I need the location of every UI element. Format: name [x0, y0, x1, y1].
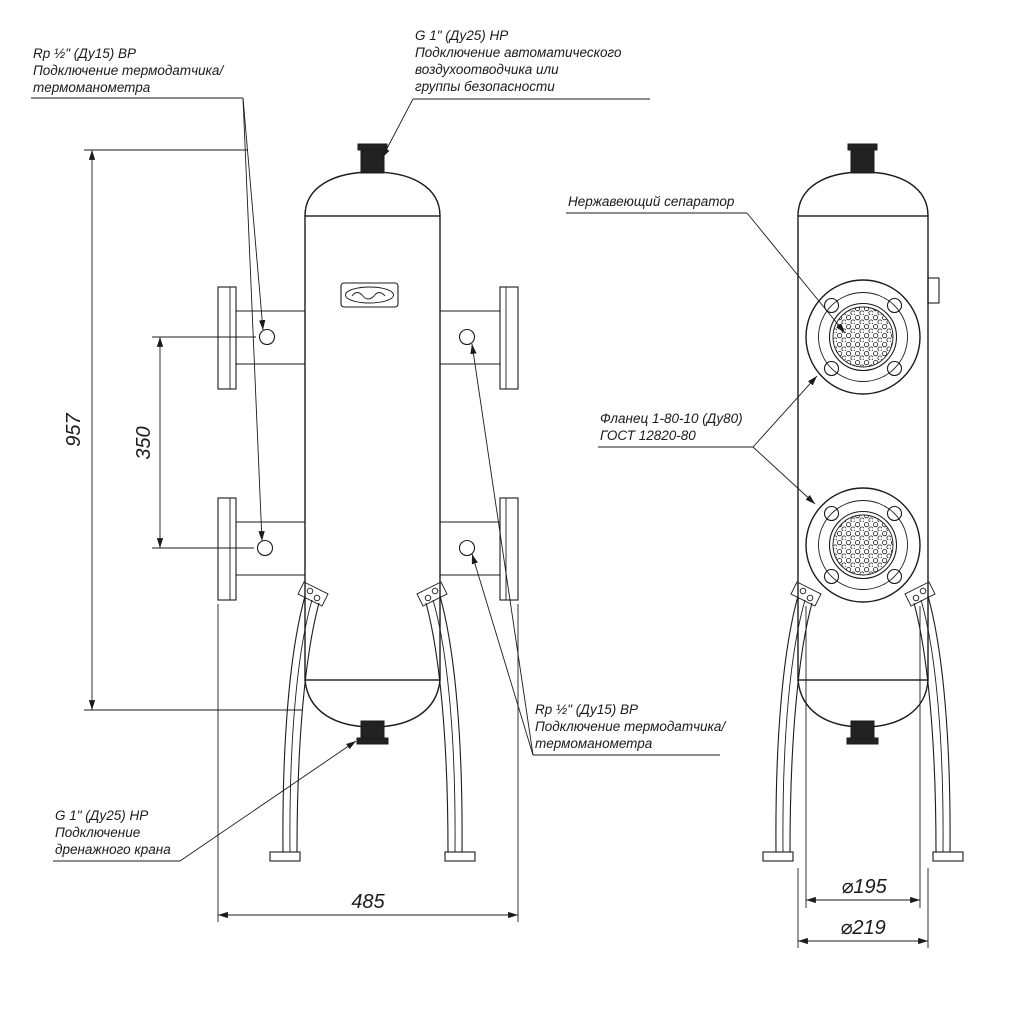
vessel-top-dome-side — [797, 171, 929, 217]
callout-air-vent: G 1" (Ду25) НР Подключение автоматическо… — [381, 28, 650, 159]
leader-air-vent — [381, 98, 414, 159]
drain-nozzle-cap-side — [846, 737, 879, 745]
dimension-body-diameter: ⌀219 — [797, 868, 929, 948]
callout-drain-line3: дренажного крана — [55, 842, 171, 857]
sensor-boss-upper-right — [458, 328, 476, 346]
callout-separator: Нержавеющий сепаратор — [566, 194, 846, 334]
side-view — [762, 143, 964, 862]
callout-thermo-top-left: Rp ½" (Ду15) ВР Подключение термодатчика… — [31, 46, 266, 542]
callout-thermo-bottom-right-line1: Rp ½" (Ду15) ВР — [535, 702, 638, 717]
separator-mesh-lower — [832, 514, 894, 576]
callout-drain-line1: G 1" (Ду25) НР — [55, 808, 148, 823]
callout-drain: G 1" (Ду25) НР Подключение дренажного кр… — [53, 740, 357, 862]
callout-thermo-top-left-line2: Подключение термодатчика/ — [33, 63, 224, 78]
leader-thermo-upper-right — [470, 343, 534, 756]
side-view-legs — [762, 581, 964, 862]
dimension-port-spacing: 350 — [133, 336, 256, 549]
air-vent-nozzle-cap — [357, 143, 388, 151]
leader-flange-upper — [752, 375, 818, 448]
dimension-overall-height: 957 — [63, 149, 302, 711]
vessel-body — [304, 215, 441, 681]
callout-thermo-top-left-line3: термоманометра — [33, 80, 151, 95]
callout-air-vent-line1: G 1" (Ду25) НР — [415, 28, 508, 43]
vessel-bottom-dome-side — [797, 679, 929, 728]
callout-flange-line2: ГОСТ 12820-80 — [600, 428, 696, 443]
vessel-body-side — [797, 215, 929, 681]
port-upper-left — [217, 286, 305, 390]
port-lower-right — [440, 497, 519, 601]
dim-flange-diameter-value: ⌀195 — [841, 876, 887, 898]
callout-thermo-bottom-right-line3: термоманометра — [535, 736, 653, 751]
front-view-legs — [269, 581, 476, 862]
dim-overall-height-value: 957 — [63, 412, 85, 446]
leader-separator — [746, 212, 846, 334]
callout-thermo-bottom-right-line2: Подключение термодатчика/ — [535, 719, 726, 734]
leader-drain — [179, 740, 357, 862]
callout-air-vent-line2: Подключение автоматического — [415, 45, 622, 60]
sensor-boss-upper-left — [258, 328, 276, 346]
drain-nozzle — [360, 720, 385, 741]
dim-overall-width-value: 485 — [351, 891, 385, 913]
callout-thermo-bottom-right: Rp ½" (Ду15) ВР Подключение термодатчика… — [470, 343, 726, 756]
air-vent-nozzle-cap-side — [847, 143, 878, 151]
leader-thermo-upper-left — [242, 97, 266, 331]
flange-lower — [805, 487, 921, 603]
callouts: Rp ½" (Ду15) ВР Подключение термодатчика… — [31, 28, 846, 862]
port-lower-left — [217, 497, 305, 601]
flange-upper — [805, 279, 921, 395]
callout-flange-line1: Фланец 1-80-10 (Ду80) — [600, 411, 743, 426]
air-vent-nozzle-side — [850, 147, 875, 174]
leader-flange-lower — [752, 446, 816, 505]
callout-air-vent-line3: воздухоотводчика или — [415, 62, 559, 77]
callout-air-vent-line4: группы безопасности — [415, 79, 555, 94]
side-port-stub — [927, 277, 940, 304]
vessel-bottom-dome — [304, 679, 441, 728]
callout-drain-line2: Подключение — [55, 825, 140, 840]
front-view — [217, 143, 519, 862]
dimension-overall-width: 485 — [217, 604, 519, 922]
drain-nozzle-side — [850, 720, 875, 741]
callout-separator-line1: Нержавеющий сепаратор — [568, 194, 735, 209]
dim-port-spacing-value: 350 — [133, 426, 155, 459]
separator-mesh-upper — [832, 306, 894, 368]
callout-flange: Фланец 1-80-10 (Ду80) ГОСТ 12820-80 — [598, 375, 818, 505]
dimension-flange-diameter: ⌀195 — [805, 606, 921, 908]
port-upper-right — [440, 286, 519, 390]
sensor-boss-lower-right — [458, 539, 476, 557]
brand-plate — [340, 282, 399, 308]
callout-thermo-top-left-line1: Rp ½" (Ду15) ВР — [33, 46, 136, 61]
sensor-boss-lower-left — [256, 539, 274, 557]
drain-nozzle-cap — [356, 737, 389, 745]
leader-thermo-lower-right — [471, 553, 534, 756]
dim-body-diameter-value: ⌀219 — [840, 917, 885, 939]
vessel-top-dome — [304, 171, 441, 217]
air-vent-nozzle — [360, 147, 385, 174]
leader-thermo-lower-left — [242, 97, 265, 542]
dimensions: 957 350 485 ⌀195 ⌀219 — [63, 149, 929, 948]
